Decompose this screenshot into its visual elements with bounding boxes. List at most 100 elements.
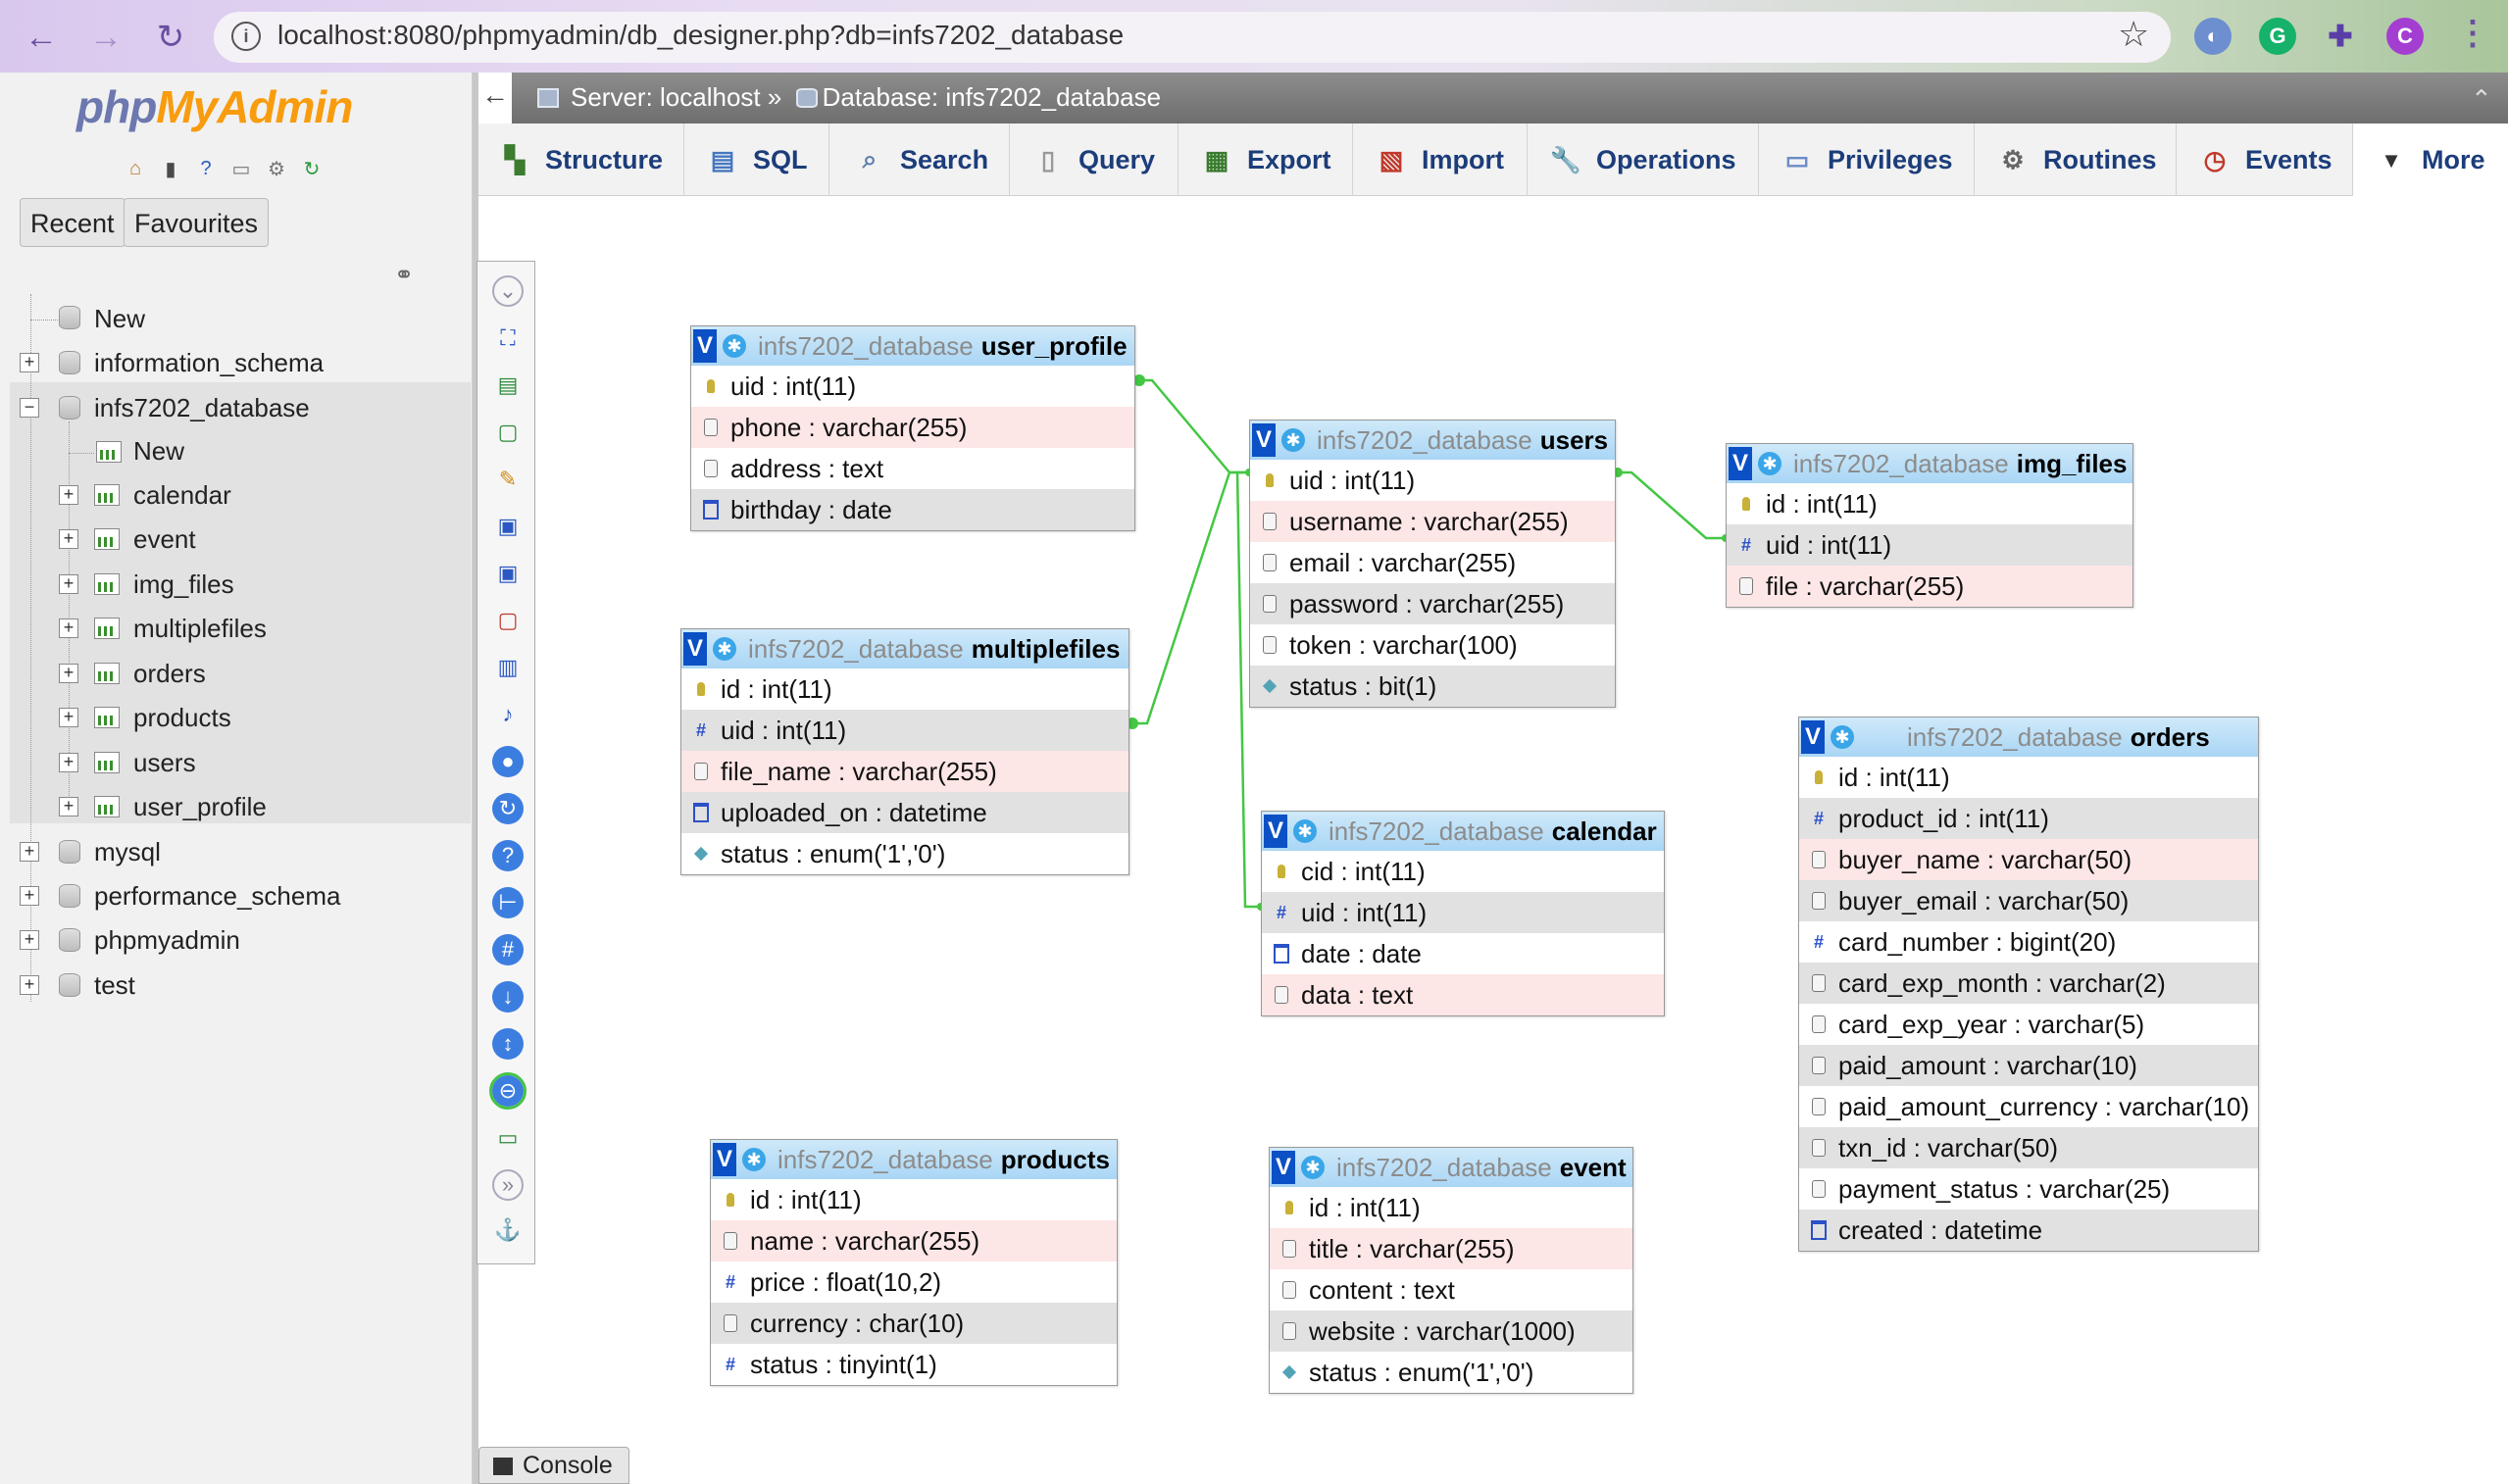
column-row[interactable]: id : int(11)	[1727, 483, 2132, 524]
grammarly-extension-icon[interactable]: G	[2259, 18, 2296, 55]
column-row[interactable]: buyer_name : varchar(50)	[1799, 839, 2258, 880]
snap-to-grid-icon[interactable]: #	[492, 934, 524, 965]
column-row[interactable]: currency : char(10)	[711, 1303, 1117, 1344]
tree-table-orders[interactable]: orders	[133, 659, 206, 688]
column-row[interactable]: website : varchar(1000)	[1270, 1311, 1632, 1352]
new-page-icon[interactable]: ▢	[497, 420, 519, 444]
tree-table-img-files[interactable]: img_files	[133, 569, 234, 599]
collapse-icon[interactable]: −	[20, 398, 39, 418]
column-row[interactable]: paid_amount_currency : varchar(10)	[1799, 1086, 2258, 1127]
reload-icon[interactable]: ↻	[156, 19, 185, 56]
tab-privileges[interactable]: ▭Privileges	[1759, 124, 1975, 196]
column-row[interactable]: card_exp_month : varchar(2)	[1799, 963, 2258, 1004]
column-row[interactable]: id : int(11)	[681, 668, 1129, 710]
toggle-columns-icon[interactable]: V	[713, 1143, 736, 1176]
console-button[interactable]: Console	[478, 1447, 629, 1484]
tree-new-table[interactable]: New	[133, 436, 185, 466]
toggle-small-big-icon[interactable]: ↕	[492, 1028, 524, 1060]
expand-icon[interactable]: +	[59, 529, 78, 549]
expand-icon[interactable]: +	[20, 886, 39, 906]
forward-arrow-icon[interactable]: →	[89, 18, 123, 56]
column-row[interactable]: id : int(11)	[711, 1179, 1117, 1220]
puzzle-extensions-icon[interactable]: ✚	[2328, 20, 2353, 53]
export-schema-icon[interactable]: ▭	[497, 1125, 519, 1150]
column-row[interactable]: #status : tinyint(1)	[711, 1344, 1117, 1385]
tree-information-schema[interactable]: information_schema	[94, 348, 325, 377]
tree-mysql[interactable]: mysql	[94, 837, 161, 866]
column-row[interactable]: id : int(11)	[1270, 1187, 1632, 1228]
expand-icon[interactable]: +	[59, 485, 78, 505]
breadcrumb-database[interactable]: Database: infs7202_database	[822, 82, 1162, 112]
column-row[interactable]: #uid : int(11)	[681, 710, 1129, 751]
tree-table-users[interactable]: users	[133, 748, 196, 777]
tab-more[interactable]: ▼More	[2353, 124, 2508, 197]
favourites-button[interactable]: Favourites	[124, 198, 270, 247]
extension-icon[interactable]: ◐	[2194, 18, 2232, 55]
expand-icon[interactable]: +	[20, 842, 39, 862]
choose-column-icon[interactable]: ●	[492, 746, 524, 777]
tab-events[interactable]: ◷Events	[2177, 124, 2353, 196]
tab-search[interactable]: ⌕Search	[829, 124, 1010, 196]
tree-performance-schema[interactable]: performance_schema	[94, 881, 341, 911]
small-big-all-icon[interactable]: ↓	[492, 981, 524, 1013]
recent-button[interactable]: Recent	[20, 198, 125, 247]
toggle-columns-icon[interactable]: V	[1729, 447, 1752, 480]
toggle-toolbar-icon[interactable]: ⌄	[492, 275, 524, 307]
expand-icon[interactable]: +	[20, 930, 39, 950]
table-options-icon[interactable]: ✱	[713, 637, 736, 661]
logout-icon[interactable]: ▮	[165, 158, 176, 180]
create-relation-icon[interactable]: ♪	[502, 702, 514, 726]
column-row[interactable]: id : int(11)	[1799, 757, 2258, 798]
scroll-top-icon[interactable]: ⌃	[2471, 84, 2492, 114]
column-row[interactable]: card_exp_year : varchar(5)	[1799, 1004, 2258, 1045]
back-arrow-icon[interactable]: ←	[25, 18, 58, 56]
table-options-icon[interactable]: ✱	[1831, 725, 1854, 749]
tab-sql[interactable]: ▤SQL	[684, 124, 829, 196]
tab-operations[interactable]: 🔧Operations	[1528, 124, 1759, 196]
toggle-columns-icon[interactable]: V	[1264, 815, 1287, 848]
delete-page-icon[interactable]: ▢	[497, 608, 519, 632]
column-row[interactable]: status : bit(1)	[1250, 666, 1615, 707]
column-row[interactable]: txn_id : varchar(50)	[1799, 1127, 2258, 1168]
expand-icon[interactable]: +	[59, 664, 78, 683]
column-row[interactable]: cid : int(11)	[1262, 851, 1664, 892]
table-options-icon[interactable]: ✱	[1293, 819, 1317, 843]
browser-menu-icon[interactable]: ⋮	[2456, 15, 2489, 52]
add-tables-icon[interactable]: ▤	[497, 372, 519, 397]
profile-avatar[interactable]: C	[2386, 18, 2424, 55]
table-options-icon[interactable]: ✱	[742, 1148, 766, 1171]
help-icon[interactable]: ?	[200, 157, 212, 179]
expand-icon[interactable]: +	[20, 975, 39, 995]
home-icon[interactable]: ⌂	[128, 157, 142, 179]
save-as-icon[interactable]: ▣	[497, 561, 519, 585]
column-row[interactable]: #price : float(10,2)	[711, 1261, 1117, 1303]
column-row[interactable]: content : text	[1270, 1269, 1632, 1311]
breadcrumb-server[interactable]: Server: localhost	[571, 82, 761, 112]
move-menu-icon[interactable]: »	[492, 1169, 524, 1201]
tab-structure[interactable]: ▚Structure	[478, 124, 684, 196]
column-row[interactable]: birthday : date	[691, 489, 1134, 530]
settings-gear-icon[interactable]: ⚙	[268, 158, 285, 180]
link-with-main-icon[interactable]: ⚭	[394, 262, 415, 288]
phpmyadmin-logo[interactable]: phpMyAdmin	[76, 81, 353, 132]
column-row[interactable]: title : varchar(255)	[1270, 1228, 1632, 1269]
create-table-icon[interactable]: ▥	[497, 655, 519, 679]
column-row[interactable]: #uid : int(11)	[1262, 892, 1664, 933]
edit-page-icon[interactable]: ✎	[498, 467, 518, 491]
column-row[interactable]: uploaded_on : datetime	[681, 792, 1129, 833]
expand-icon[interactable]: +	[59, 618, 78, 638]
column-row[interactable]: #uid : int(11)	[1727, 524, 2132, 566]
tree-table-calendar[interactable]: calendar	[133, 480, 231, 510]
column-row[interactable]: payment_status : varchar(25)	[1799, 1168, 2258, 1210]
tree-new[interactable]: New	[94, 304, 146, 333]
table-options-icon[interactable]: ✱	[1758, 452, 1781, 475]
expand-icon[interactable]: +	[59, 797, 78, 816]
column-row[interactable]: name : varchar(255)	[711, 1220, 1117, 1261]
